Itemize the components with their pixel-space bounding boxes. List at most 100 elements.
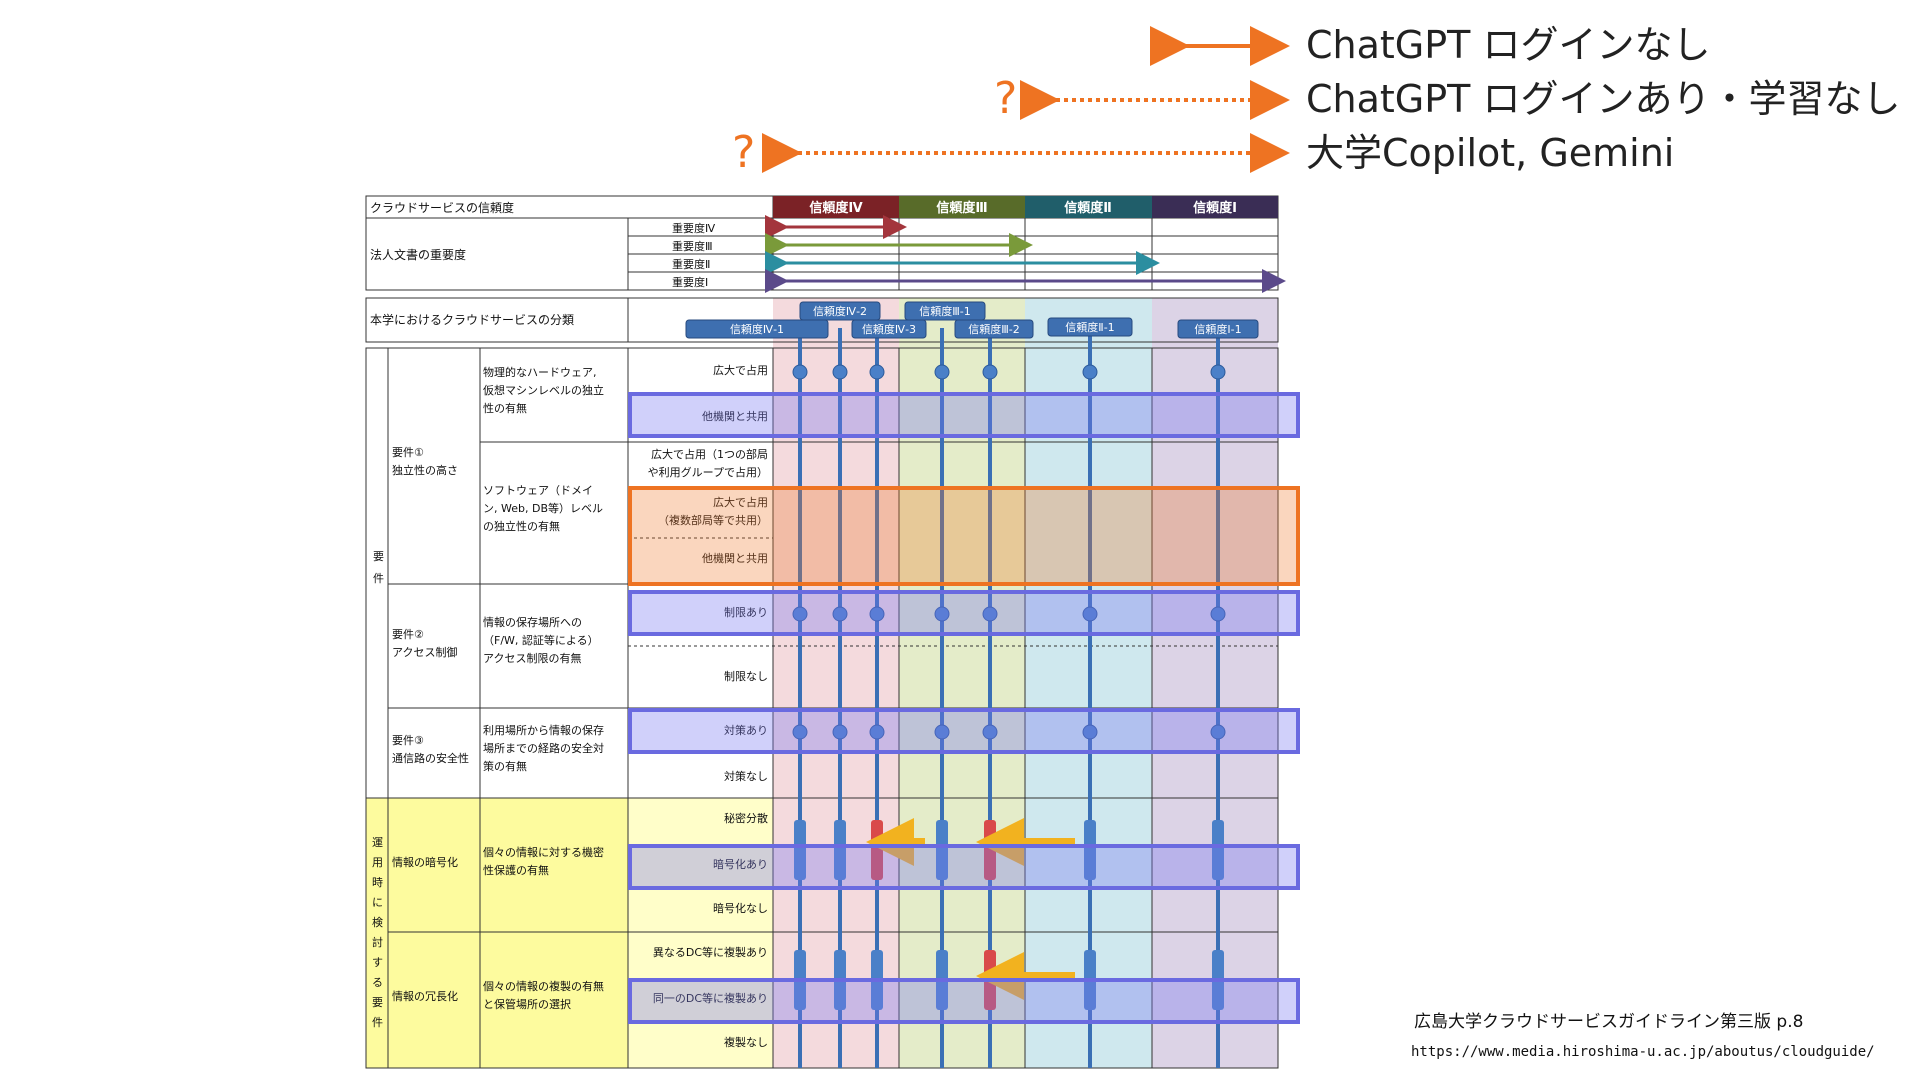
svg-text:討: 討 (372, 935, 383, 949)
question-mark-3: ? (732, 127, 756, 178)
class-tag-label: 信頼度Ⅳ-2 (813, 304, 867, 318)
class-tag-label: 信頼度Ⅲ-2 (968, 322, 1020, 336)
class-tag-label: 信頼度Ⅲ-1 (919, 304, 971, 318)
req1-hw-desc: 物理的なハードウェア,仮想マシンレベルの独立性の有無 (483, 365, 604, 415)
class-tag (1177, 319, 1259, 339)
svg-text:時: 時 (372, 876, 383, 889)
req2-desc: 情報の保存場所への（F/W, 認証等による）アクセス制限の有無 (483, 615, 599, 665)
service-node (1082, 606, 1098, 622)
op1-label: 情報の暗号化 (392, 855, 458, 869)
svg-text:用: 用 (372, 856, 383, 869)
option-dup-none: 複製なし (724, 1035, 768, 1049)
importance-1: 重要度Ⅰ (672, 275, 708, 289)
service-node (1210, 724, 1226, 740)
class-tag-label: 信頼度Ⅳ-1 (730, 322, 784, 336)
service-node (982, 724, 998, 740)
service-node (869, 364, 885, 380)
highlight-encryption (628, 844, 1300, 890)
service-node (792, 606, 808, 622)
reliability-level-3: 信頼度Ⅲ (936, 200, 987, 216)
option-enc-no: 暗号化なし (713, 901, 768, 915)
source-caption: 広島大学クラウドサービスガイドライン第三版 p.8 (1414, 1012, 1804, 1032)
service-node (1082, 724, 1098, 740)
svg-text:要: 要 (372, 996, 383, 1009)
service-node (869, 724, 885, 740)
highlight-duplication (628, 978, 1300, 1024)
svg-text:運: 運 (372, 836, 383, 849)
service-node (792, 724, 808, 740)
service-node (934, 364, 950, 380)
option-dup-diff: 異なるDC等に複製あり (653, 945, 768, 959)
option-sw-own1: 広大で占用（1つの部局や利用グループで占用） (648, 447, 768, 479)
class-tag-label: 信頼度Ⅰ-1 (1194, 322, 1241, 336)
option-sw-share: 他機関と共用 (702, 551, 768, 565)
option-hw-share: 他機関と共用 (702, 409, 768, 423)
service-node (1210, 606, 1226, 622)
highlight-boxes (628, 392, 1300, 1024)
legend-label-3: 大学Copilot, Gemini (1306, 131, 1675, 175)
option-enc-yes: 暗号化あり (713, 857, 768, 871)
service-node (832, 364, 848, 380)
option-security-yes: 対策あり (724, 723, 768, 737)
svg-text:る: る (372, 976, 383, 989)
service-range (1212, 820, 1224, 880)
svg-text:件: 件 (372, 1016, 383, 1029)
req3-desc: 利用場所から情報の保存場所までの経路の安全対策の有無 (483, 723, 604, 773)
service-range (834, 820, 846, 880)
service-range (1084, 820, 1096, 880)
option-hw-own: 広大で占用 (713, 363, 768, 377)
op1-desc: 個々の情報に対する機密性保護の有無 (483, 845, 604, 877)
op2-desc: 個々の情報の複製の有無と保管場所の選択 (483, 979, 604, 1011)
svg-text:す: す (372, 956, 383, 969)
service-range (936, 820, 948, 880)
req1-sw-desc: ソフトウェア（ドメイン, Web, DB等）レベルの独立性の有無 (483, 484, 603, 533)
class-tag (1047, 317, 1133, 337)
legend-label-2: ChatGPT ログインあり・学習なし (1306, 77, 1901, 121)
highlight-security (628, 708, 1300, 754)
legend-arrows (762, 26, 1290, 173)
operation-area-bg (366, 798, 628, 1068)
importance-2: 重要度Ⅱ (672, 257, 710, 271)
highlight-access (628, 590, 1300, 636)
service-node (934, 724, 950, 740)
classification-title: 本学におけるクラウドサービスの分類 (370, 312, 574, 327)
reliability-level-4: 信頼度Ⅳ (809, 200, 863, 216)
class-tag (904, 301, 986, 321)
operation-label: 運用 時に 検討 する 要件 (372, 836, 383, 1029)
option-access-no: 制限なし (724, 670, 768, 683)
class-tag-label: 信頼度Ⅳ-3 (862, 322, 916, 336)
question-mark-2: ? (994, 73, 1018, 124)
class-tag (685, 319, 829, 339)
service-node (982, 364, 998, 380)
svg-text:検: 検 (372, 915, 383, 929)
importance-title: 法人文書の重要度 (370, 247, 466, 262)
class-tag (851, 319, 927, 339)
option-enc-split: 秘密分散 (724, 811, 768, 825)
reliability-level-1: 信頼度Ⅰ (1193, 200, 1237, 216)
service-node (792, 364, 808, 380)
option-access-yes: 制限あり (724, 606, 768, 619)
service-node (982, 606, 998, 622)
class-tag (954, 319, 1034, 339)
option-dup-same: 同一のDC等に複製あり (653, 991, 768, 1005)
service-node (832, 606, 848, 622)
svg-text:に: に (372, 896, 383, 909)
service-node (934, 606, 950, 622)
op2-label: 情報の冗長化 (392, 989, 458, 1003)
class-tag-label: 信頼度Ⅱ-1 (1065, 320, 1114, 334)
highlight-sw-orange (628, 486, 1300, 586)
requirements-label: 要 (373, 550, 384, 563)
service-range (794, 820, 806, 880)
class-tag (799, 301, 881, 321)
reliability-title: クラウドサービスの信頼度 (370, 200, 514, 215)
importance-4: 重要度Ⅳ (672, 221, 716, 235)
service-node (832, 724, 848, 740)
option-sw-own2: 広大で占用（複数部局等で共用） (658, 495, 768, 527)
importance-3: 重要度Ⅲ (672, 239, 713, 253)
service-node (1082, 364, 1098, 380)
legend-label-1: ChatGPT ログインなし (1306, 23, 1711, 67)
